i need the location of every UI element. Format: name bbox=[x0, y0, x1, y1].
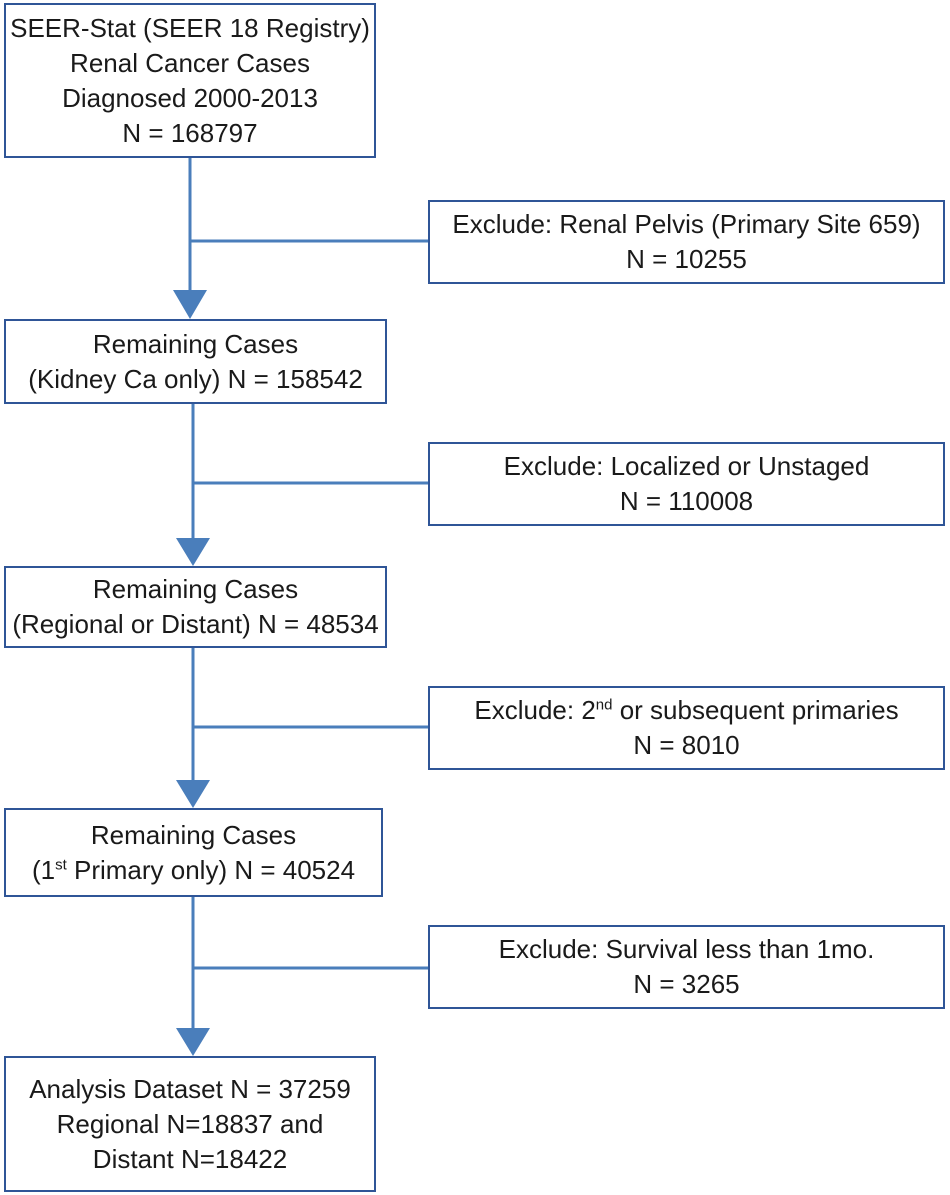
step-box-regional-distant: Remaining Cases (Regional or Distant) N … bbox=[4, 566, 387, 648]
exclusion-box-renal-pelvis: Exclude: Renal Pelvis (Primary Site 659)… bbox=[428, 200, 945, 284]
exclusion-text: Exclude: Survival less than 1mo. bbox=[498, 934, 875, 964]
exclusion-count: N = 8010 bbox=[633, 730, 740, 760]
arrow-down-icon bbox=[176, 780, 210, 808]
step-text: SEER-Stat (SEER 18 Registry) bbox=[10, 12, 370, 43]
exclusion-text: Exclude: 2nd or subsequent primaries bbox=[474, 695, 899, 725]
step-box-kidney-only: Remaining Cases (Kidney Ca only) N = 158… bbox=[4, 319, 387, 404]
step-box-analysis-dataset: Analysis Dataset N = 37259 Regional N=18… bbox=[4, 1056, 376, 1192]
arrow-down-icon bbox=[176, 1028, 210, 1056]
step-count: (Kidney Ca only) N = 158542 bbox=[28, 363, 363, 394]
step-text: Remaining Cases bbox=[92, 574, 299, 604]
step-count: (1st Primary only) N = 40524 bbox=[31, 854, 356, 885]
step-count: N = 168797 bbox=[122, 117, 258, 148]
step-text: Remaining Cases bbox=[92, 328, 299, 359]
exclusion-text: Exclude: Localized or Unstaged bbox=[503, 451, 870, 481]
arrow-down-icon bbox=[173, 290, 207, 319]
step-text: Distant N=18422 bbox=[92, 1143, 288, 1174]
step-text: Remaining Cases bbox=[90, 819, 297, 850]
exclusion-count: N = 3265 bbox=[633, 969, 740, 999]
exclusion-count: N = 10255 bbox=[626, 244, 747, 274]
exclusion-box-survival: Exclude: Survival less than 1mo. N = 326… bbox=[428, 925, 945, 1009]
step-count: (Regional or Distant) N = 48534 bbox=[12, 609, 379, 639]
step-text: Diagnosed 2000-2013 bbox=[62, 82, 318, 113]
exclusion-box-subsequent-primaries: Exclude: 2nd or subsequent primaries N =… bbox=[428, 686, 945, 770]
exclusion-text: Exclude: Renal Pelvis (Primary Site 659) bbox=[452, 209, 921, 239]
step-box-first-primary: Remaining Cases (1st Primary only) N = 4… bbox=[4, 808, 383, 897]
step-box-initial-cases: SEER-Stat (SEER 18 Registry) Renal Cance… bbox=[4, 3, 376, 158]
step-text: Analysis Dataset N = 37259 bbox=[29, 1073, 351, 1104]
exclusion-box-localized: Exclude: Localized or Unstaged N = 11000… bbox=[428, 442, 945, 526]
arrow-down-icon bbox=[176, 538, 210, 566]
step-text: Regional N=18837 and bbox=[56, 1108, 324, 1139]
exclusion-count: N = 110008 bbox=[619, 486, 754, 516]
step-text: Renal Cancer Cases bbox=[70, 47, 310, 78]
